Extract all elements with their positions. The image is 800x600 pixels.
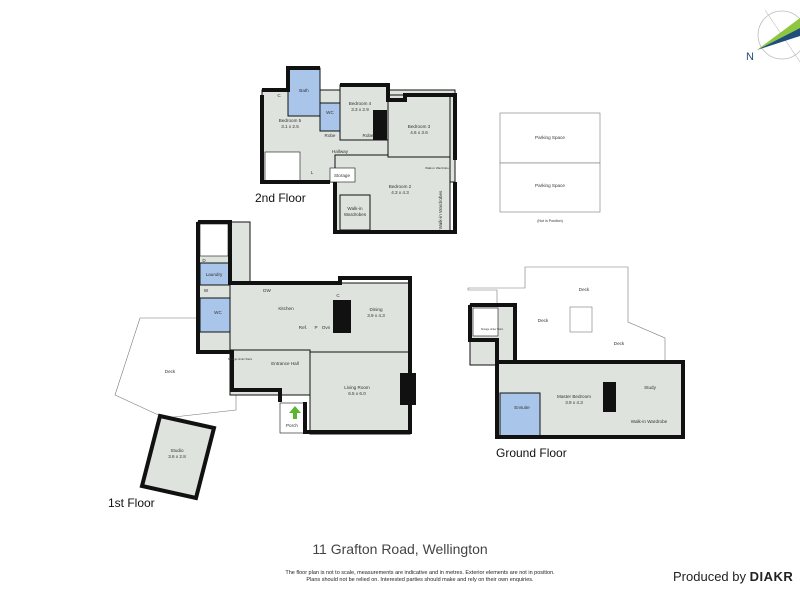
- parking-plan: Parking Space Parking Space (Not in Posi…: [499, 112, 601, 223]
- room-label-robe: Robe: [325, 133, 336, 138]
- room-label-kitchen: Kitchen: [278, 306, 294, 311]
- disclaimer-line: The floor plan is not to scale, measurem…: [285, 570, 555, 576]
- floor-title-second: 2nd Floor: [255, 191, 306, 205]
- room-label-cupboard: C: [336, 293, 340, 298]
- disclaimer: The floor plan is not to scale, measurem…: [230, 570, 610, 584]
- room-label-walkin-wardrobe: Walk-in Wardrobe: [425, 166, 449, 170]
- room-size-living: 6.5 x 6.0: [348, 391, 366, 396]
- room-label-linen: L: [311, 170, 314, 175]
- floor-title-ground: Ground Floor: [496, 446, 567, 460]
- room-label-deck: Deck: [579, 287, 590, 292]
- room-label-walkin-wardrobes: Walk-in Wardrobes: [438, 190, 443, 229]
- room-label-studio: Studio: [170, 448, 183, 453]
- producer-credit: Produced by DIAKR: [673, 569, 793, 584]
- room-label-study: Study: [644, 385, 656, 390]
- room-label-laundry: Laundry: [206, 272, 223, 277]
- room-label-bath: Bath: [299, 88, 309, 93]
- room-label-porch: Porch: [286, 423, 298, 428]
- compass-north-label: N: [746, 51, 754, 63]
- room-size-bedroom3: 4.6 x 3.6: [410, 130, 428, 135]
- room-size-studio: 3.6 x 2.8: [168, 454, 186, 459]
- room-size-dining: 3.9 x 4.3: [367, 313, 385, 318]
- room-label-bedroom5: Bedroom 5: [279, 118, 302, 123]
- room-label-master-bedroom: Master Bedroom: [557, 394, 591, 399]
- room-size-bedroom5: 3.1 x 2.5: [281, 124, 299, 129]
- room-label-walkin-wardrobe: Walk-in Wardrobe: [631, 419, 668, 424]
- entry-arrow-icon: [289, 406, 301, 419]
- room-label-deck: Deck: [165, 369, 176, 374]
- room-label-cupboard: C: [277, 93, 281, 98]
- producer-prefix: Produced by: [673, 569, 746, 584]
- floor-title-first: 1st Floor: [108, 496, 155, 510]
- second-floor-plan: Bath WC C Bedroom 5 3.1 x 2.5 Bedroom 4 …: [255, 66, 457, 234]
- room-label-oven: Ovn: [322, 325, 331, 330]
- parking-space-label: Parking Space: [535, 135, 565, 140]
- room-label-living: Living Room: [344, 385, 370, 390]
- room-label-bedroom2: Bedroom 2: [389, 184, 412, 189]
- room-label-wc: WC: [326, 110, 334, 115]
- room-label-dishwasher: DW: [263, 288, 271, 293]
- room-label-deck: Deck: [614, 341, 625, 346]
- compass-icon: N: [746, 9, 800, 63]
- first-floor-plan: D Laundry W WC DW C Kitchen Ref. P Ovn D…: [108, 220, 416, 510]
- room-label-dining: Dining: [369, 307, 382, 312]
- room-label-storage-under-stairs: Storage Under Stairs: [481, 328, 504, 331]
- producer-brand-logo: DIAKR: [749, 569, 794, 584]
- room-label-robe: Robe: [363, 133, 374, 138]
- room-label-wc: WC: [214, 310, 222, 315]
- room-label-ensuite: Ensuite: [514, 405, 530, 410]
- parking-space-label: Parking Space: [535, 183, 565, 188]
- room-size-bedroom4: 3.3 x 2.9: [351, 107, 369, 112]
- room-size-master-bedroom: 3.9 x 4.3: [565, 400, 583, 405]
- ground-floor-plan: Deck Deck Deck Storage Under Stairs Ensu…: [467, 266, 685, 460]
- room-label-walkin: Walk-in: [347, 206, 363, 211]
- room-label-washer: W: [204, 288, 209, 293]
- room-label-hallway: Hallway: [332, 149, 349, 154]
- room-label-dryer: D: [202, 258, 206, 263]
- room-label-entrance-hall: Entrance Hall: [271, 361, 299, 366]
- room-label-deck: Deck: [538, 318, 549, 323]
- room-label-storage-under-stairs: Storage Under Stairs: [228, 357, 253, 361]
- disclaimer-line: Plans should not be relied on. Intereste…: [306, 577, 534, 583]
- room-label-bedroom3: Bedroom 3: [408, 124, 431, 129]
- parking-note: (Not in Position): [537, 219, 563, 223]
- room-label-storage: Storage: [334, 173, 351, 178]
- room-size-bedroom2: 4.3 x 4.3: [391, 190, 409, 195]
- room-label-bedroom4: Bedroom 4: [349, 101, 372, 106]
- property-address: 11 Grafton Road, Wellington: [312, 541, 488, 557]
- room-label-pantry: P: [314, 325, 317, 330]
- room-label-wardrobes: Wardrobes: [344, 212, 367, 217]
- room-label-fridge: Ref.: [299, 325, 307, 330]
